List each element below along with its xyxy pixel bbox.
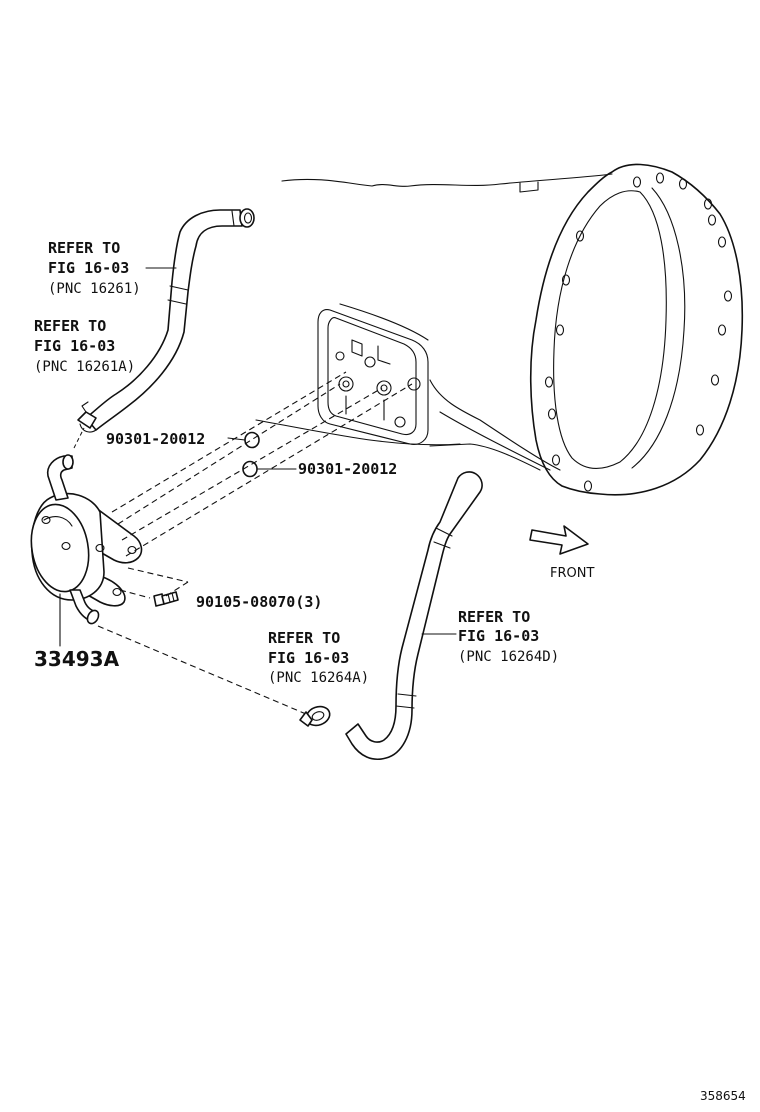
clamp-upper	[77, 401, 97, 433]
gasket-lower	[242, 460, 258, 478]
label-bolt: 90105-08070(3)	[196, 593, 322, 611]
label-refer-clamp-bottom: REFER TO FIG 16-03 (PNC 16264A)	[268, 629, 369, 686]
flange-bolt-holes	[544, 172, 733, 492]
oil-cooler	[30, 454, 143, 625]
clamp-lower	[299, 705, 331, 727]
upper-hose	[85, 208, 255, 431]
leader-lines	[59, 267, 457, 647]
assembly-lines	[73, 371, 413, 715]
svg-text:REFER TO: REFER TO	[34, 317, 106, 335]
lower-hose	[345, 471, 483, 760]
label-cooler: 33493A	[34, 647, 120, 671]
bolt	[153, 591, 179, 607]
label-refer-hose-bottom: REFER TO FIG 16-03 (PNC 16264D)	[458, 608, 559, 665]
transmission-case	[255, 163, 744, 496]
svg-text:(PNC 16264D): (PNC 16264D)	[458, 649, 559, 665]
cooler-mount-bracket	[317, 303, 429, 445]
label-refer-clamp-top: REFER TO FIG 16-03 (PNC 16261A)	[34, 317, 135, 375]
gasket-upper	[244, 431, 260, 449]
front-arrow-icon	[529, 525, 589, 555]
svg-text:(PNC 16264A): (PNC 16264A)	[268, 670, 369, 686]
label-refer-hose-top: REFER TO FIG 16-03 (PNC 16261)	[48, 239, 141, 297]
svg-text:FIG 16-03: FIG 16-03	[458, 627, 539, 645]
svg-text:FIG 16-03: FIG 16-03	[268, 649, 349, 667]
svg-text:(PNC 16261): (PNC 16261)	[48, 281, 141, 297]
label-gasket-lower: 90301-20012	[298, 460, 397, 478]
svg-text:(PNC 16261A): (PNC 16261A)	[34, 359, 135, 375]
label-front: FRONT	[550, 566, 594, 581]
svg-text:REFER TO: REFER TO	[48, 239, 120, 257]
svg-text:FIG 16-03: FIG 16-03	[48, 259, 129, 277]
diagram-id: 358654	[700, 1089, 746, 1103]
svg-text:FIG 16-03: FIG 16-03	[34, 337, 115, 355]
svg-text:REFER TO: REFER TO	[268, 629, 340, 647]
label-gasket-upper: 90301-20012	[106, 430, 205, 448]
svg-text:REFER TO: REFER TO	[458, 608, 530, 626]
